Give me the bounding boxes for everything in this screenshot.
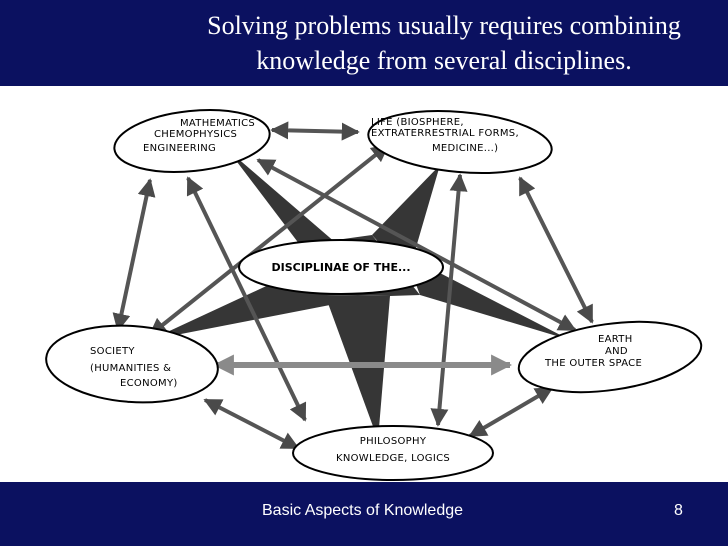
slide-header: Solving problems usually requires combin… xyxy=(0,0,728,86)
node-philosophy: PHILOSOPHY KNOWLEDGE, LOGICS xyxy=(292,425,494,481)
earth-line-3: THE OUTER SPACE xyxy=(544,358,642,369)
arrow-life-philosophy xyxy=(430,173,468,427)
arrow-life-society xyxy=(148,143,390,337)
node-mathematics: MATHEMATICS CHEMOPHYSICS ENGINEERING xyxy=(113,109,271,173)
title-line-2: knowledge from several disciplines. xyxy=(256,46,632,75)
title-line-1: Solving problems usually requires combin… xyxy=(207,11,681,40)
earth-line-1: EARTH xyxy=(598,334,633,345)
philosophy-line-1: PHILOSOPHY xyxy=(360,436,427,447)
slide-footer: Basic Aspects of Knowledge 8 xyxy=(0,482,728,546)
node-life: LIFE (BIOSPHERE, EXTRATERRESTRIAL FORMS,… xyxy=(367,110,553,174)
arrow-society-philosophy xyxy=(203,398,300,450)
arrow-philosophy-earth xyxy=(468,386,554,438)
page-number: 8 xyxy=(674,502,683,519)
society-line-1: SOCIETY xyxy=(90,346,135,357)
connection-arrows xyxy=(112,121,594,450)
life-line-2: EXTRATERRESTRIAL FORMS, xyxy=(371,128,519,139)
center-node: DISCIPLINAE OF THE... xyxy=(238,239,444,295)
life-line-3: MEDICINE...) xyxy=(432,143,498,154)
life-line-1: LIFE (BIOSPHERE, xyxy=(371,117,464,128)
node-society: SOCIETY (HUMANITIES & ECONOMY) xyxy=(45,324,219,404)
philosophy-line-2: KNOWLEDGE, LOGICS xyxy=(336,453,450,464)
math-line-2: CHEMOPHYSICS xyxy=(154,129,237,140)
math-line-3: ENGINEERING xyxy=(143,143,216,154)
arrow-math-society xyxy=(112,178,156,332)
slide-title: Solving problems usually requires combin… xyxy=(170,8,718,78)
footer-title: Basic Aspects of Knowledge xyxy=(262,502,464,519)
earth-line-2: AND xyxy=(605,346,628,357)
arrow-life-earth xyxy=(518,176,594,324)
society-line-3: ECONOMY) xyxy=(120,378,178,389)
math-line-1: MATHEMATICS xyxy=(180,118,255,129)
center-label: DISCIPLINAE OF THE... xyxy=(272,261,411,274)
diagram-canvas: DISCIPLINAE OF THE... MATHEMATICS CHEMOP… xyxy=(45,109,703,481)
arrow-math-life xyxy=(270,121,360,141)
disciplines-diagram: DISCIPLINAE OF THE... MATHEMATICS CHEMOP… xyxy=(0,86,728,482)
node-earth: EARTH AND THE OUTER SPACE xyxy=(517,320,703,394)
society-line-2: (HUMANITIES & xyxy=(90,363,171,374)
